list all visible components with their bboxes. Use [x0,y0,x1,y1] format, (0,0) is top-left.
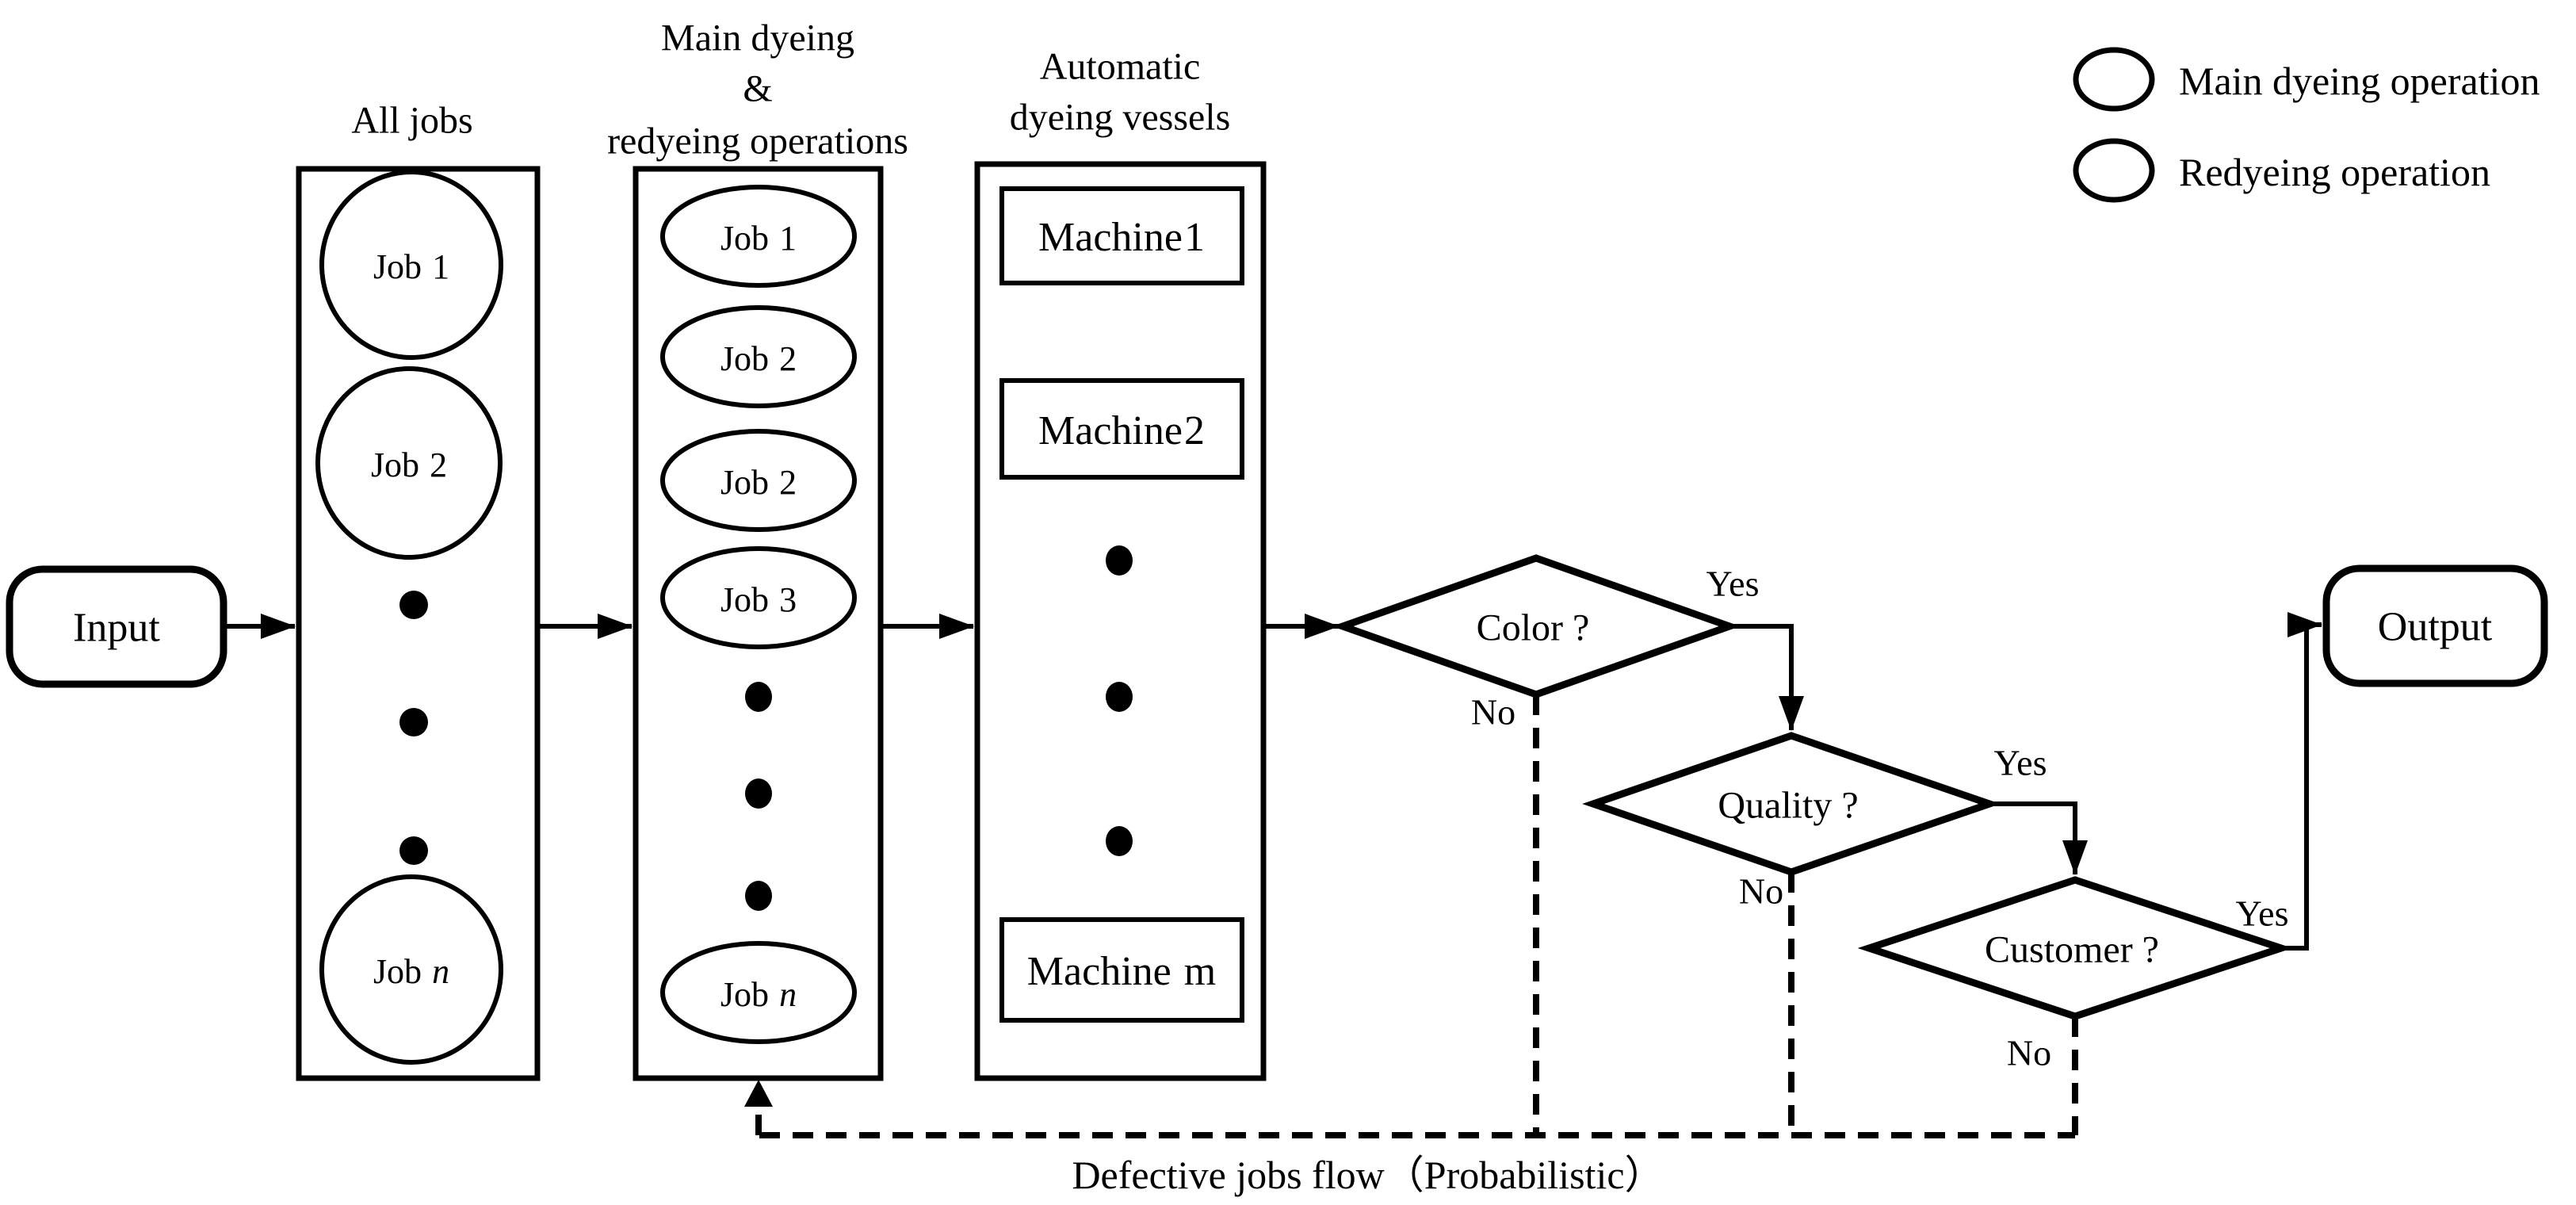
vessels-title-line2: dyeing vessels [1010,97,1231,139]
color-decision: Color ? Yes No [1332,554,1760,733]
ellipsis-dot [745,881,772,911]
legend-redyeing-swatch [2073,138,2155,203]
output-rounded-rect [2322,564,2548,687]
ellipsis-dot [399,836,428,865]
ellipsis-dot [1106,826,1133,856]
machine-box [999,378,1244,480]
operation-ellipse-redye [660,429,857,532]
ellipsis-dot [1106,682,1133,712]
ellipsis-dot [399,708,428,736]
legend-redyeing-label: Redyeing operation [2179,150,2490,194]
color-diamond-label: Color ? [1477,607,1590,649]
ellipsis-dot [745,682,772,712]
operations-title-line1: Main dyeing [661,17,854,59]
input-node: Input [6,565,227,688]
operation-ellipse [660,546,857,649]
customer-no-label: No [2007,1033,2051,1073]
arrow-color-yes-to-quality [1729,624,1804,731]
arrow-customer-yes-to-output [2281,612,2322,951]
customer-diamond [1857,876,2293,1020]
customer-yes-label: Yes [2236,893,2289,934]
quality-no-label: No [1739,871,1783,912]
arrow-quality-yes-to-customer [1989,801,2088,875]
defective-flow-caption: Defective jobs flow（Probabilistic） [1072,1153,1664,1197]
feedback-arrowhead [744,1080,773,1107]
machine-label: Machine2 [1038,408,1205,453]
defective-flow-path [744,694,2078,1138]
operation-ellipse-redye [660,941,857,1044]
output-node: Output [2322,564,2548,687]
operations-title-line2: & [743,68,772,110]
output-label: Output [2378,605,2493,650]
vessels-title-line1: Automatic [1040,46,1201,88]
quality-diamond-label: Quality ? [1718,785,1858,827]
quality-diamond [1582,732,2001,876]
all-jobs-title: All jobs [351,100,472,142]
ellipsis-dot [399,591,428,619]
job-circle [315,366,503,560]
quality-decision: Quality ? Yes No [1582,732,2047,912]
machine-box [999,186,1244,285]
machine-label: Machine1 [1038,215,1205,260]
legend-main-dyeing-label: Main dyeing operation [2179,59,2540,103]
vessels-column: Automatic dyeing vessels Machine1 Machin… [974,46,1267,1081]
color-no-label: No [1471,692,1515,733]
ellipsis-dot [1106,545,1133,576]
machine-box [999,917,1244,1023]
operation-ellipse [660,185,857,288]
customer-diamond-label: Customer ? [1985,929,2159,971]
legend-main-dyeing-swatch [2073,47,2155,112]
quality-yes-label: Yes [1994,743,2047,783]
color-yes-label: Yes [1707,564,1760,604]
operations-title-line3: redyeing operations [607,120,908,163]
color-diamond [1332,554,1741,698]
legend: Main dyeing operation Redyeing operation [2073,47,2540,203]
job-circle [319,874,503,1065]
customer-decision: Customer ? Yes No [1857,876,2293,1073]
operation-ellipse [660,305,857,408]
job-circle [319,170,503,360]
ellipsis-dot [745,778,772,809]
input-label: Input [73,606,160,651]
